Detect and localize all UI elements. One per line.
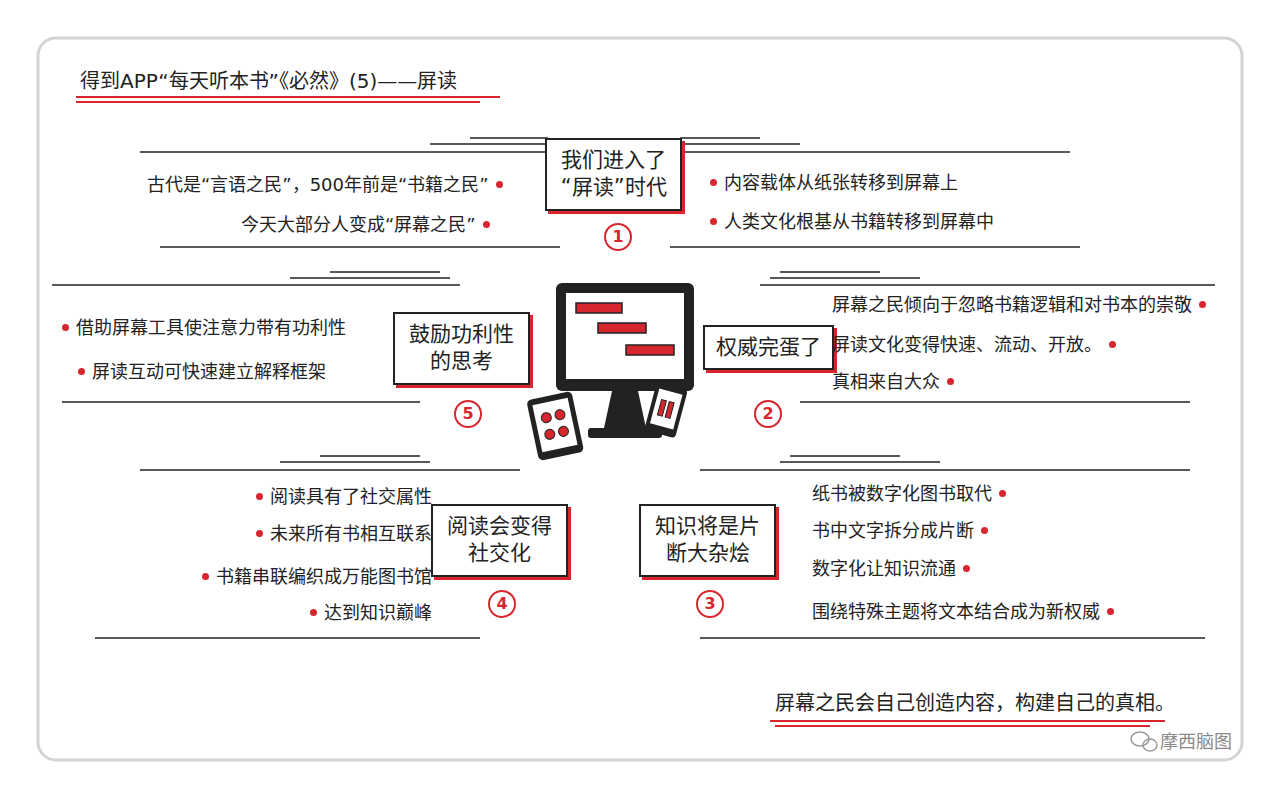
- branch-text: 数字化让知识流通: [812, 557, 972, 580]
- branch-line: [670, 246, 1080, 248]
- branch-line: [330, 271, 440, 273]
- branch-text: 古代是“言语之民”，500年前是“书籍之民”: [147, 173, 505, 196]
- caption-underline: [770, 721, 1165, 726]
- title: 得到APP“每天听本书”《必然》(5)——屏读: [80, 68, 457, 94]
- branch-line: [160, 246, 560, 248]
- branch-line: [280, 461, 430, 463]
- branch-text: 纸书被数字化图书取代: [812, 482, 1008, 505]
- topic-box: 权威完蛋了: [703, 325, 834, 370]
- phone-icon: [644, 382, 688, 439]
- branch-text: 内容载体从纸张转移到屏幕上: [708, 171, 958, 194]
- tablet-body: [526, 391, 584, 461]
- tablet-dot: [558, 425, 570, 437]
- callout-number: 3: [696, 590, 724, 618]
- branch-text: 未来所有书相互联系: [254, 522, 432, 545]
- branch-line: [290, 277, 450, 279]
- branch-line: [700, 637, 1205, 639]
- branch-line: [680, 143, 800, 145]
- branch-text: 屏幕之民倾向于忽略书籍逻辑和对书本的崇敬: [832, 293, 1208, 316]
- branch-text: 阅读具有了社交属性: [254, 485, 432, 508]
- screen-bar: [576, 303, 622, 313]
- branch-line: [52, 284, 460, 286]
- callout-number: 4: [488, 590, 516, 618]
- phone-body: [644, 382, 688, 439]
- callout-number: 2: [754, 400, 782, 428]
- branch-line: [700, 469, 1190, 471]
- wechat-icon: [1131, 732, 1157, 751]
- monitor-stand: [604, 391, 646, 428]
- phone-screen: [650, 389, 682, 430]
- branch-line: [680, 151, 1070, 153]
- branch-text: 屏读互动可快速建立解释框架: [76, 360, 326, 383]
- branch-line: [430, 143, 548, 145]
- underline: [76, 96, 500, 98]
- branch-line: [780, 461, 940, 463]
- branch-line: [780, 271, 880, 273]
- watermark: 摩西脑图: [1160, 730, 1232, 753]
- callout-number: 5: [454, 400, 482, 428]
- tablet-icon: [526, 391, 584, 461]
- monitor-screen: [566, 293, 684, 379]
- branch-lines: [52, 138, 1215, 638]
- monitor-icon: [556, 283, 694, 438]
- branch-line: [140, 469, 520, 471]
- tablet-dot: [554, 409, 566, 421]
- screen-bar: [626, 345, 674, 355]
- branch-line: [62, 401, 420, 403]
- branch-text: 达到知识巅峰: [308, 601, 432, 624]
- topic-text: 阅读会变得社交化: [444, 513, 555, 568]
- bubble: [1131, 732, 1149, 746]
- underline: [775, 725, 1150, 727]
- branch-line: [770, 277, 920, 279]
- branch-line: [470, 137, 548, 139]
- caption: 屏幕之民会自己创造内容，构建自己的真相。: [775, 690, 1175, 716]
- branch-line: [320, 455, 420, 457]
- branch-text: 屏读文化变得快速、流动、开放。: [832, 333, 1118, 356]
- tablet-dot: [540, 412, 552, 424]
- tablet-dot: [544, 428, 556, 440]
- branch-line: [800, 401, 1190, 403]
- underline: [76, 101, 480, 103]
- phone-bar: [657, 399, 666, 416]
- screen-bar: [598, 323, 646, 333]
- branch-text: 围绕特殊主题将文本结合成为新权威: [812, 600, 1116, 623]
- branch-text: 书中文字拆分成片断: [812, 519, 990, 542]
- topic-text: 鼓励功利性的思考: [406, 321, 517, 376]
- branch-text: 人类文化根基从书籍转移到屏幕中: [708, 210, 994, 233]
- callout-number: 1: [604, 223, 632, 251]
- title-underline: [76, 97, 500, 102]
- topic-box: 知识将是片断大杂烩: [639, 504, 776, 577]
- bubble: [1143, 739, 1157, 751]
- topic-box: 鼓励功利性的思考: [393, 312, 530, 385]
- branch-line: [790, 455, 900, 457]
- topic-box: 我们进入了“屏读”时代: [545, 138, 682, 211]
- branch-line: [760, 284, 1215, 286]
- branch-line: [140, 151, 548, 153]
- topic-text: 我们进入了“屏读”时代: [558, 147, 669, 202]
- branch-line: [680, 137, 760, 139]
- branch-text: 借助屏幕工具使注意力带有功利性: [60, 316, 346, 339]
- topic-box: 阅读会变得社交化: [431, 504, 568, 577]
- branch-line: [95, 637, 480, 639]
- branch-text: 书籍串联编织成万能图书馆: [200, 565, 432, 588]
- branch-text: 真相来自大众: [832, 370, 956, 393]
- tablet-screen: [532, 398, 577, 452]
- phone-bar: [665, 402, 674, 419]
- monitor-body: [556, 283, 694, 391]
- branch-text: 今天大部分人变成“屏幕之民”: [241, 213, 492, 236]
- frame: [38, 38, 1242, 760]
- topic-text: 知识将是片断大杂烩: [652, 513, 763, 568]
- topic-text: 权威完蛋了: [716, 334, 821, 361]
- underline: [770, 720, 1165, 722]
